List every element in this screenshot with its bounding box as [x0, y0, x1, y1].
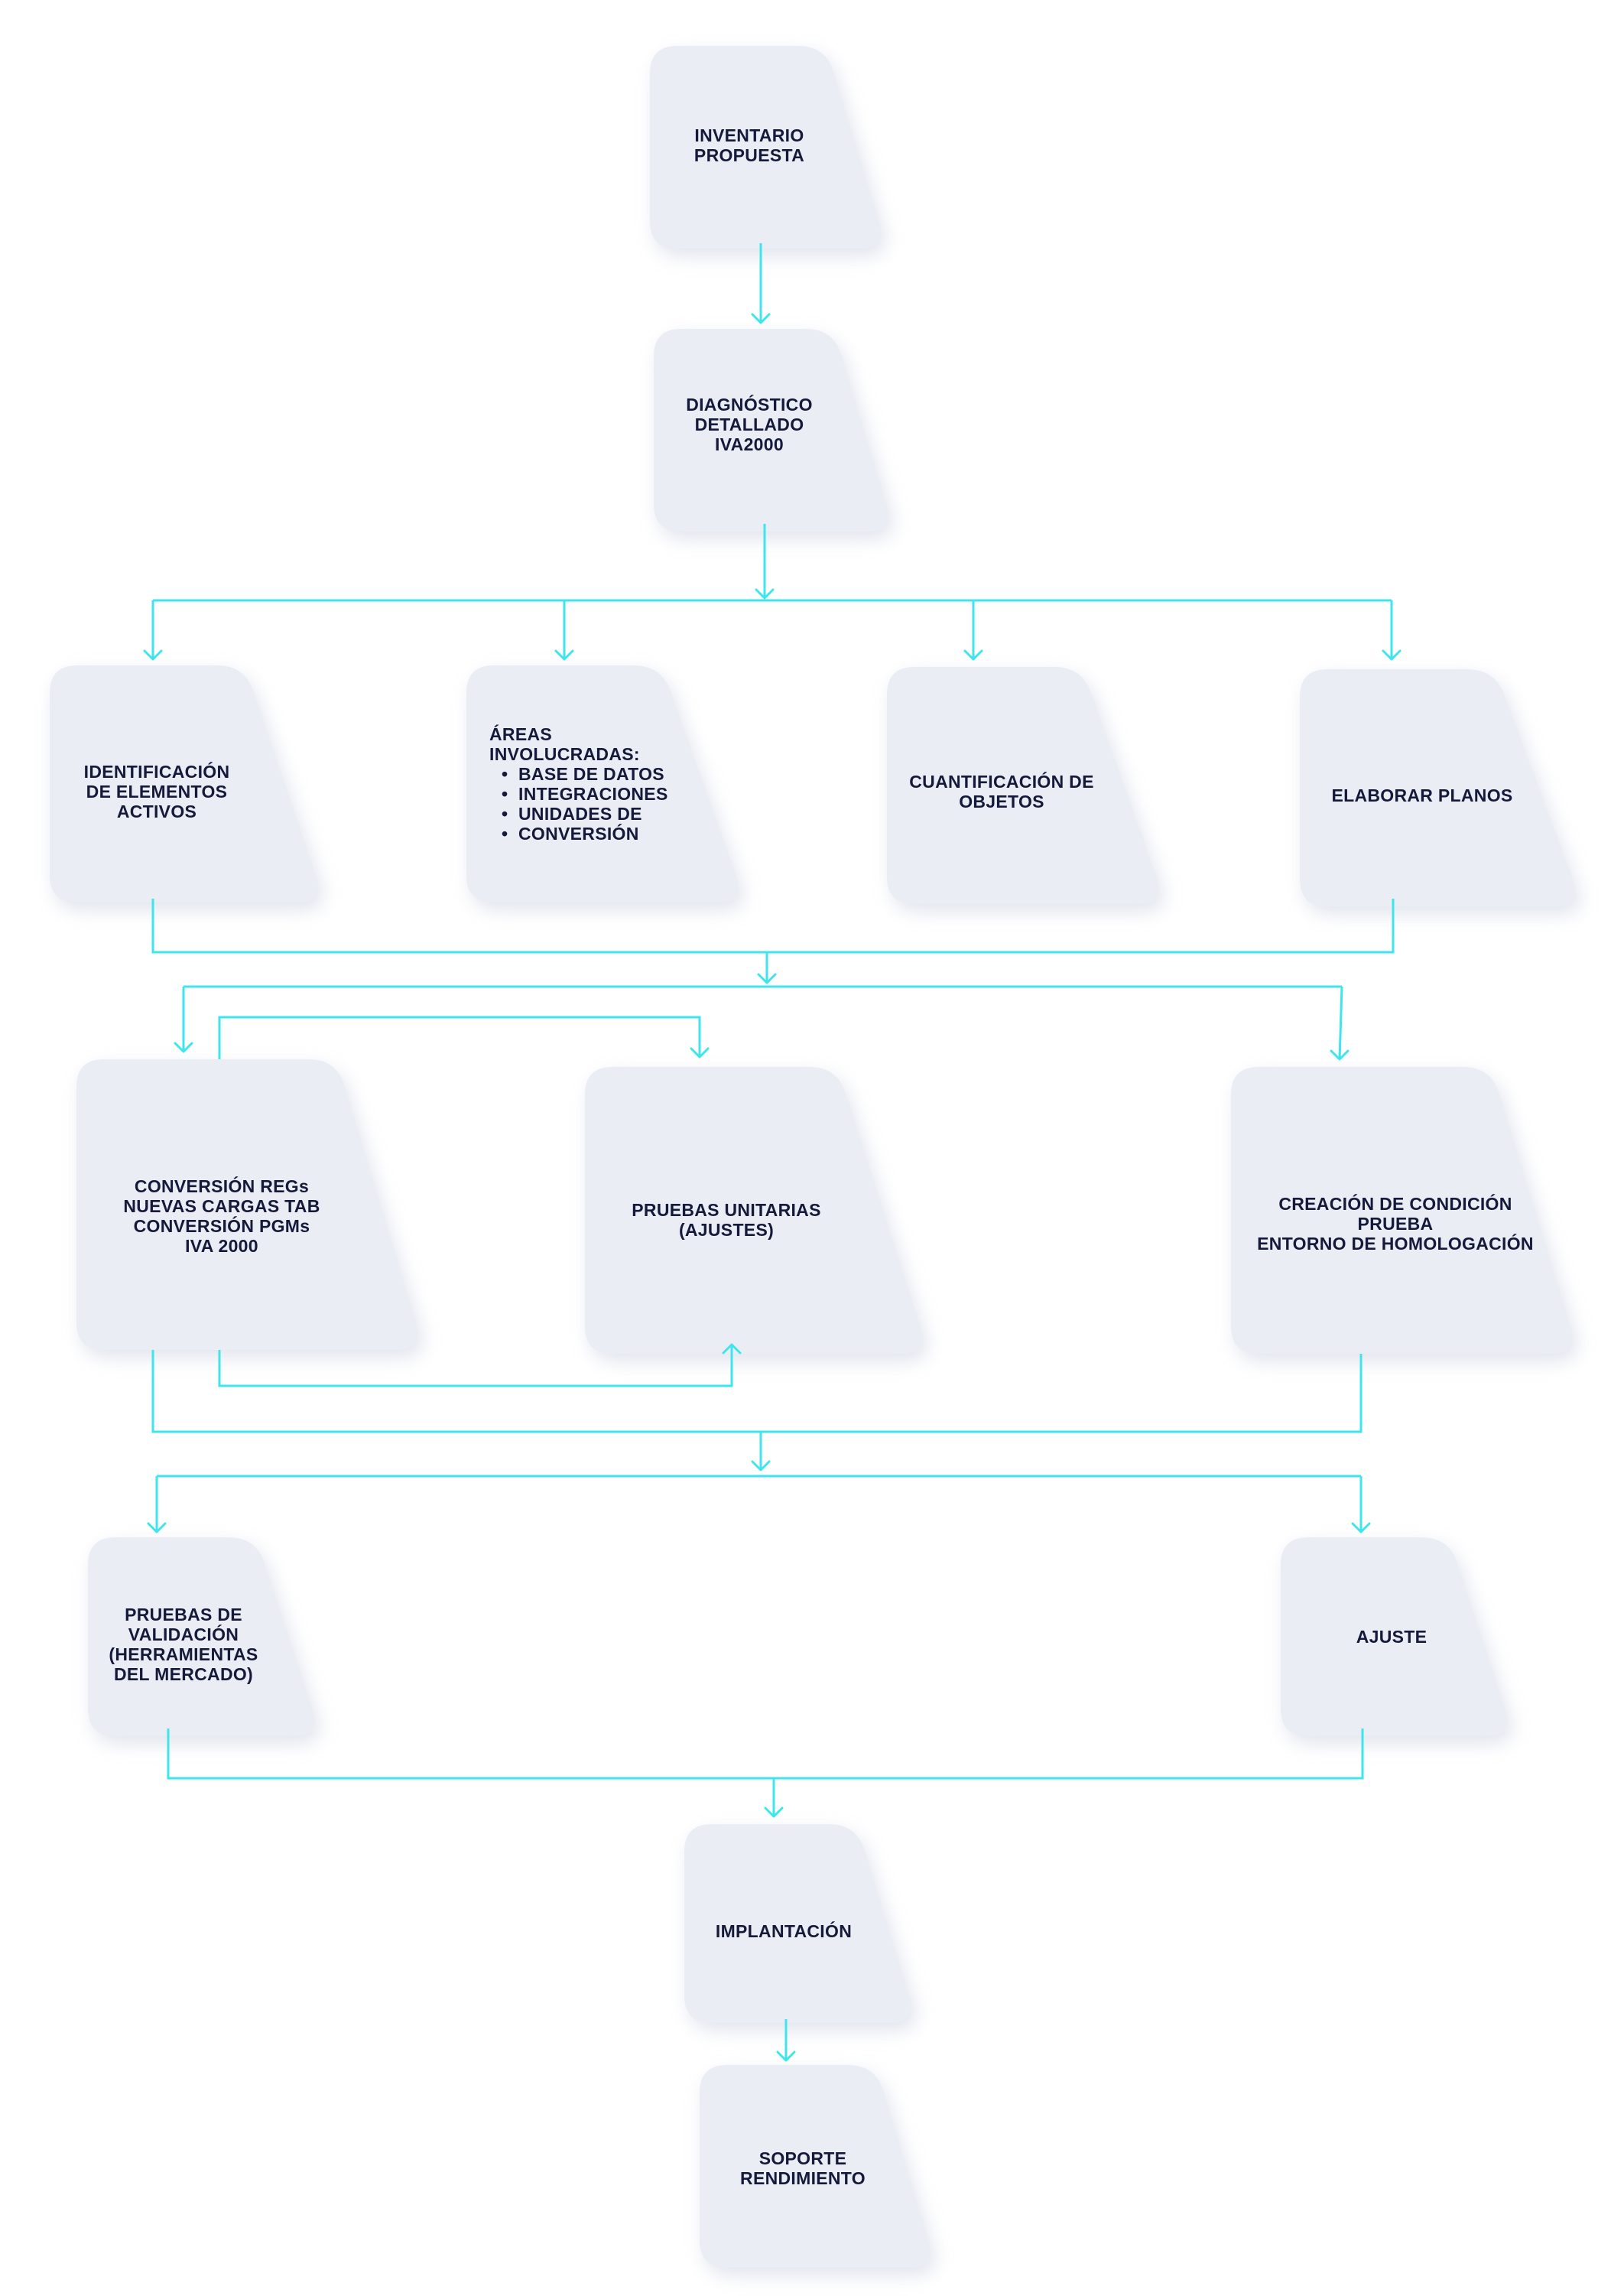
node-soporte: SOPORTE RENDIMIENTO: [703, 2138, 902, 2199]
node-shape-cuantificacion: [887, 667, 1159, 904]
node-identificacion-label: IDENTIFICACIÓN DE ELEMENTOS ACTIVOS: [83, 762, 230, 821]
conn-pruebas-loop-back: [218, 1346, 733, 1387]
node-soporte-label: SOPORTE RENDIMIENTO: [740, 2148, 866, 2188]
arrowhead-identificacion: [143, 649, 163, 661]
node-shape-ajuste: [1281, 1537, 1508, 1736]
node-implantacion: IMPLANTACIÓN: [688, 1908, 879, 1954]
arrowhead-merge-2: [751, 1460, 771, 1472]
node-shape-pruebas-validacion: [88, 1537, 315, 1736]
node-pruebas-unitarias: PRUEBAS UNITARIAS (AJUSTES): [612, 1189, 841, 1250]
node-cuantificacion-label: CUANTIFICACIÓN DE OBJETOS: [909, 772, 1094, 811]
node-implantacion-label: IMPLANTACIÓN: [715, 1921, 853, 1941]
node-inventario-label: INVENTARIO PROPUESTA: [693, 125, 805, 165]
node-conversion: CONVERSIÓN REGs NUEVAS CARGAS TAB CONVER…: [99, 1166, 344, 1266]
conn-conversion-pruebas: [218, 1016, 701, 1059]
node-pruebas-unitarias-label: PRUEBAS UNITARIAS (AJUSTES): [632, 1200, 821, 1240]
arrowhead-ajuste: [1351, 1522, 1371, 1533]
conn-branch-2-creacion: [1338, 986, 1343, 1060]
arrowhead-conversion: [174, 1042, 193, 1053]
node-shapes: [50, 46, 1580, 2275]
conn-merge-2: [151, 1350, 1363, 1433]
conn-merge-1: [151, 899, 1395, 954]
node-shape-implantacion: [684, 1824, 911, 2023]
list-item: BASE DE DATOS: [502, 764, 668, 784]
arrowhead-pruebas-unitarias: [690, 1047, 710, 1059]
node-shape-pruebas-unitarias: [585, 1067, 923, 1354]
arrowhead-validacion: [147, 1522, 167, 1533]
node-shape-diagnostico: [654, 329, 888, 532]
node-areas-label: ÁREAS INVOLUCRADAS: BASE DE DATOS INTEGR…: [489, 724, 668, 844]
arrowhead-creacion: [1330, 1049, 1350, 1061]
arrowhead-diagnostico: [751, 313, 771, 324]
list-item: INTEGRACIONES: [502, 784, 668, 804]
node-shape-soporte: [700, 2065, 931, 2268]
node-shape-creacion: [1231, 1067, 1573, 1354]
node-shape-identificacion: [50, 665, 319, 902]
node-cuantificacion: CUANTIFICACIÓN DE OBJETOS: [887, 761, 1116, 822]
node-planos: ELABORAR PLANOS: [1300, 772, 1544, 818]
node-pruebas-validacion: PRUEBAS DE VALIDACIÓN (HERRAMIENTAS DEL …: [92, 1595, 275, 1694]
node-shape-planos: [1300, 669, 1576, 906]
arrowhead-cuantificacion: [963, 649, 983, 661]
arrowhead-pruebas-loop: [722, 1343, 742, 1355]
node-diagnostico: DIAGNÓSTICO DETALLADO IVA2000: [658, 382, 841, 467]
node-conversion-label: CONVERSIÓN REGs NUEVAS CARGAS TAB CONVER…: [123, 1176, 320, 1256]
node-areas-list: BASE DE DATOS INTEGRACIONES UNIDADES DE …: [489, 764, 668, 844]
node-inventario: INVENTARIO PROPUESTA: [658, 115, 841, 176]
arrowhead-branch-1-center: [755, 588, 775, 600]
node-identificacion: IDENTIFICACIÓN DE ELEMENTOS ACTIVOS: [54, 750, 260, 834]
list-item-continuation: CONVERSIÓN: [502, 824, 668, 844]
conn-merge-3: [167, 1729, 1364, 1780]
node-creacion-label: CREACIÓN DE CONDICIÓN PRUEBA ENTORNO DE …: [1257, 1194, 1534, 1254]
connectors: [151, 243, 1395, 2059]
node-ajuste-label: AJUSTE: [1356, 1627, 1427, 1647]
list-item: UNIDADES DE: [502, 804, 668, 824]
node-creacion: CREACIÓN DE CONDICIÓN PRUEBA ENTORNO DE …: [1223, 1182, 1567, 1266]
node-diagnostico-label: DIAGNÓSTICO DETALLADO IVA2000: [686, 395, 813, 454]
node-pruebas-validacion-label: PRUEBAS DE VALIDACIÓN (HERRAMIENTAS DEL …: [109, 1605, 258, 1684]
node-shape-conversion: [76, 1059, 418, 1350]
node-planos-label: ELABORAR PLANOS: [1331, 785, 1513, 805]
arrowhead-planos: [1382, 649, 1402, 661]
arrowhead-areas: [554, 649, 574, 661]
arrowhead-implantacion: [764, 1807, 784, 1818]
node-areas: ÁREAS INVOLUCRADAS: BASE DE DATOS INTEGR…: [489, 715, 719, 853]
arrowhead-merge-1: [757, 973, 777, 984]
arrowheads: [143, 313, 1402, 2062]
arrowhead-soporte: [776, 2050, 796, 2062]
node-ajuste: AJUSTE: [1300, 1614, 1483, 1660]
node-shape-inventario: [650, 46, 881, 249]
